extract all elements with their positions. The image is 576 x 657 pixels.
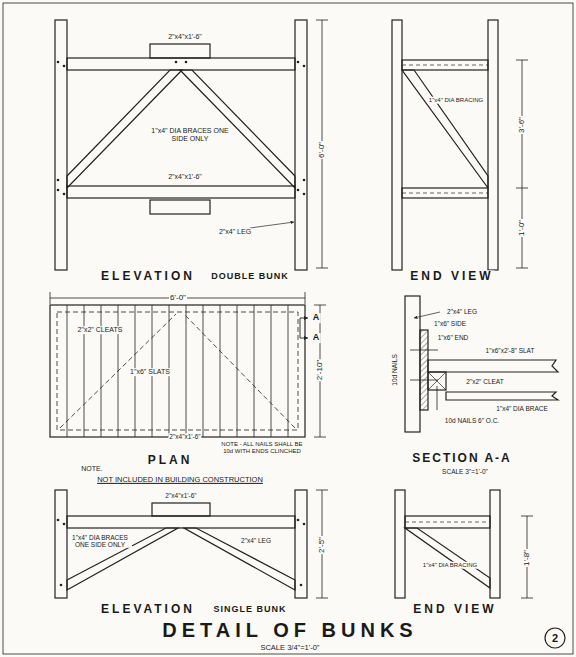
view-caption: 2 [551,632,559,644]
dimension-label: 1'-0" [518,219,527,237]
slat-line [67,305,68,437]
double-bunk-elevation [55,20,328,270]
slat-line [203,305,204,437]
callout-label: 1"x4" DIA BRACING [422,562,478,569]
view-caption: PLAN [147,454,194,467]
section-a-a [405,296,558,432]
callout-label: 2"x2" CLEAT [465,378,504,385]
slat-line [237,305,238,437]
callout-label: 2"x4" LEG [218,228,252,236]
callout-label: SCALE 3/4"=1'-0" [259,644,320,652]
single-bunk-end-view [395,490,533,598]
slat-line [220,305,221,437]
view-caption: SECTION A-A [411,452,513,465]
dimension-label: 10d NAILS [391,353,398,386]
slat-line [84,305,85,437]
slat-line [271,305,272,437]
callout-label: 2"x2" CLEATS [77,326,124,334]
view-caption: A [312,333,321,343]
double-bunk-end-view [392,20,528,270]
sheet-border [3,3,573,654]
callout-label: 2"x4"x1'-6" [164,492,197,499]
callout-label: 1"x6"x2'-8" SLAT [485,347,536,354]
callout-label: 1"x4" DIA BRACES ONE SIDE ONLY [68,534,132,548]
drawing-title: DETAIL OF BUNKS [161,619,418,641]
callout-label: 10d NAILS 6" O.C. [444,417,500,424]
callout-label: SCALE 3"=1'-0" [441,468,489,475]
dimension-label: 3'-6" [518,116,527,134]
callout-label: 6'-0" [169,294,187,303]
view-caption: END VIEW [412,603,497,616]
slat-line [288,305,289,437]
view-caption: A [312,313,321,323]
view-caption: SINGLE BUNK [212,605,287,615]
dimension-label: 2'-5" [318,536,327,554]
callout-label: NOTE - ALL NAILS SHALL BE 10d WITH ENDS … [215,441,309,454]
callout-label: 1"x6" END [437,334,470,341]
view-caption: DOUBLE BUNK [210,272,290,282]
view-caption: ELEVATION [100,603,196,616]
slat-line [254,305,255,437]
slat-line [101,305,102,437]
callout-label: 1"x4" DIA BRACES ONE SIDE ONLY [150,127,230,142]
sheet-number-circle [545,628,565,648]
callout-label: 1"x6" SLATS [129,368,171,376]
callout-label: NOT INCLUDED IN BUILDING CONSTRUCTION [96,476,264,484]
callout-label: 2"x4"x1'-6" [168,433,201,440]
dimension-label: 6'-0" [318,141,327,159]
callout-label: 2"x4" LEG [240,537,272,544]
slat-line [186,305,187,437]
callout-label: 1"x6" SIDE [433,320,467,327]
callout-label: 2"x4"x1'-6" [167,173,203,181]
dimension-label: 1'-8" [523,549,532,567]
dimension-label: 2'-10" [316,359,325,381]
callout-label: 2"x4" LEG [446,308,478,315]
single-bunk-elevation [55,490,328,598]
plan-view [50,292,326,437]
view-caption: END VIEW [409,270,494,283]
callout-label: 1"x4" DIA BRACING [428,97,484,104]
callout-label: 2"x4"x1'-6" [167,33,203,41]
callout-label: NOTE. [80,465,103,473]
callout-label: 1"x4" DIA BRACE [495,405,549,412]
view-caption: ELEVATION [100,270,196,283]
